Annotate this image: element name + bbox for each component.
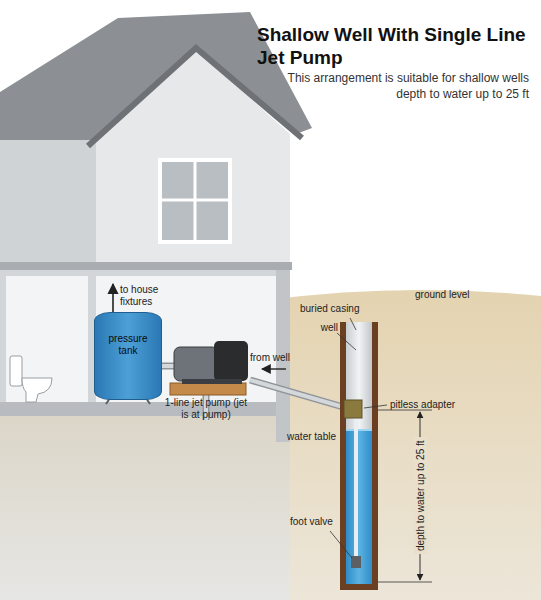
toilet-bowl [22, 378, 52, 402]
leader-line [364, 405, 387, 408]
side-wall [0, 140, 96, 268]
ground-under-house [0, 416, 290, 600]
well-bore [346, 322, 372, 584]
node-text: pressure tank [98, 333, 158, 356]
toilet-tank [10, 356, 22, 386]
pump-motor [174, 347, 218, 381]
ground [268, 290, 541, 600]
part-label: buried casing [300, 303, 380, 315]
water-surface [346, 429, 372, 431]
subtitle: This arrangement is suitable for shallow… [257, 70, 529, 102]
drop-pipe [354, 412, 358, 556]
part-label: pitless adapter [390, 399, 480, 411]
leader-line [350, 318, 356, 330]
foot-valve [351, 556, 361, 568]
pipe-label: to house fixtures [120, 284, 166, 307]
pump-head [214, 341, 248, 381]
gable-wall [96, 50, 290, 268]
node-text: 1-line jet pump (jet is at pump) [160, 397, 252, 420]
window [160, 160, 230, 242]
suction-pipe-outline [250, 380, 350, 409]
basement-interior [6, 276, 276, 404]
basement-wall [0, 270, 290, 404]
pump-symbol [160, 335, 252, 397]
dimension-extension [378, 582, 432, 583]
part-label: foot valve [290, 516, 350, 528]
title: Shallow Well With Single Line Jet Pump [257, 24, 537, 70]
floor-beam [0, 262, 292, 270]
to-house-arrow [112, 284, 114, 312]
ground-label: ground level [415, 289, 505, 301]
jet-pump: 1-line jet pump (jet is at pump) [160, 335, 252, 420]
pressure-tank: pressure tank [94, 312, 162, 400]
pump-foot [182, 379, 242, 384]
water [346, 430, 372, 584]
flow-arrow [262, 368, 286, 369]
window-mullion [162, 199, 228, 202]
leader-line [330, 531, 352, 558]
part-label: water table [262, 431, 336, 443]
part-label: well [312, 322, 338, 334]
flow-label: from well [250, 352, 306, 364]
pitless-adapter [344, 400, 362, 418]
suction-pipe [250, 380, 350, 409]
pump-base [170, 383, 246, 395]
dimension-label: depth to water up to 25 ft [413, 438, 427, 555]
leader-line [337, 333, 356, 350]
